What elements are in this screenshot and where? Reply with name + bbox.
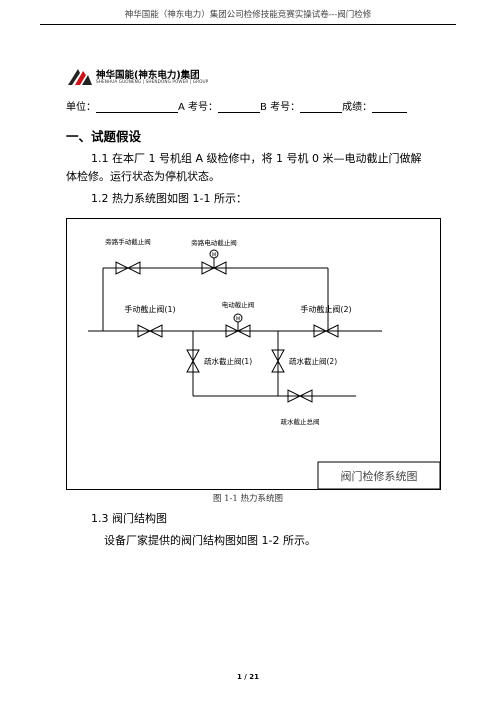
figure-caption: 图 1-1 热力系统图	[212, 494, 284, 504]
unit-field[interactable]	[96, 101, 178, 113]
paragraph-1-3-body: 设备厂家提供的阀门结构图如图 1-2 所示。	[104, 534, 316, 547]
label-drain-total: 疏水截止总阀	[281, 417, 320, 426]
valve-electric-right	[236, 324, 251, 338]
paragraph-1-2: 1.2 热力系统图如图 1-1 所示：	[91, 192, 247, 205]
label-drain-2: 疏水截止阀(2)	[289, 356, 337, 366]
label-electric: 电动截止阀	[222, 300, 255, 309]
b-id-label: B 考号：	[260, 102, 301, 113]
valve-bypass-electric-left	[201, 261, 216, 275]
page-header-title: 神华国能（神东电力）集团公司检修技能竞赛实操试卷---阀门检修	[124, 10, 372, 20]
unit-label: 单位：	[66, 102, 96, 113]
valve-drain-1-top	[186, 349, 200, 363]
title-block	[317, 461, 441, 490]
valve-bypass-manual-right	[126, 261, 141, 275]
valve-electric-left	[225, 324, 240, 338]
logo-name: 神华国能(神东电力)集团	[96, 70, 200, 81]
label-drain-1: 疏水截止阀(1)	[204, 356, 252, 366]
diagram-frame	[66, 218, 441, 490]
label-bypass-electric: 旁路电动截止阀	[191, 238, 237, 247]
paragraph-1-1-line2: 体检修。运行状态为停机状态。	[66, 170, 220, 183]
a-id-label: A 考号：	[178, 102, 219, 113]
logo-subtitle: SHENHUA GUONENG | SHENDONG POWER | GROUP	[96, 79, 209, 84]
label-manual-2: 手动截止阀(2)	[300, 304, 351, 314]
valve-bypass-electric-right	[212, 261, 227, 275]
paragraph-1-1-line1: 1.1 在本厂 1 号机组 A 级检修中，将 1 号机 0 米—电动截止门做解	[91, 152, 422, 165]
valve-drain-total-right	[298, 389, 313, 403]
valve-manual-1-left	[137, 324, 152, 338]
valve-drain-total-left	[287, 389, 302, 403]
valve-bypass-manual-left	[115, 261, 130, 275]
candidate-fields: 单位： A 考号： B 考号： 成绩：	[66, 98, 408, 113]
motor-symbol-main: M	[236, 317, 240, 323]
section-title: 一、试题假设	[66, 129, 142, 144]
valve-drain-2-top	[271, 349, 285, 363]
logo-mark-icon	[68, 69, 92, 85]
paragraph-1-3: 1.3 阀门结构图	[91, 512, 167, 525]
title-block-text: 阀门检修系统图	[341, 469, 418, 483]
thermal-system-diagram: 阀门检修系统图	[66, 218, 441, 490]
valve-manual-1-right	[148, 324, 163, 338]
score-field[interactable]	[372, 101, 408, 113]
header-rule	[40, 24, 456, 25]
valve-drain-1-bottom	[186, 359, 200, 373]
page-number: 1 / 21	[236, 673, 260, 681]
label-manual-1: 手动截止阀(1)	[124, 304, 175, 314]
b-id-field[interactable]	[300, 101, 343, 113]
a-id-field[interactable]	[218, 101, 261, 113]
motor-symbol-bypass: M	[212, 253, 216, 259]
valve-manual-2-right	[324, 324, 339, 338]
company-logo: 神华国能(神东电力)集团 SHENHUA GUONENG | SHENDONG …	[66, 65, 256, 87]
label-bypass-manual: 旁路手动截止阀	[105, 237, 151, 246]
valve-drain-2-bottom	[271, 359, 285, 373]
valve-manual-2-left	[313, 324, 328, 338]
score-label: 成绩：	[342, 102, 373, 113]
